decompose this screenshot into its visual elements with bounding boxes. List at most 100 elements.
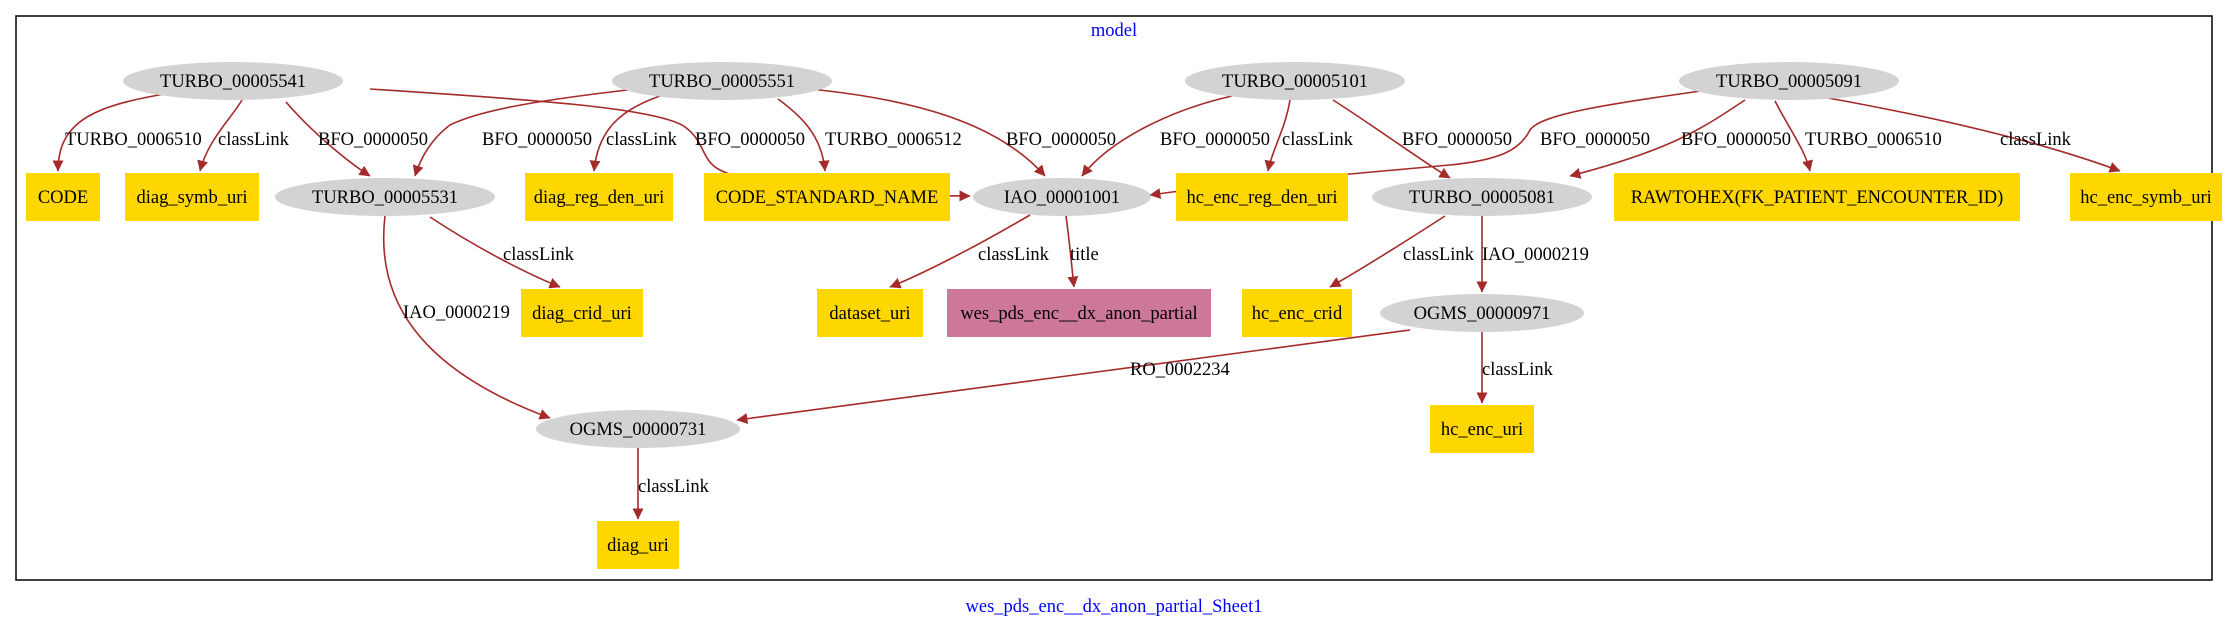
edge-label-ro-0002234: RO_0002234	[1130, 360, 1230, 380]
class-node-turbo-00005091: TURBO_00005091	[1679, 62, 1899, 100]
node-label: diag_crid_uri	[532, 304, 632, 324]
node-label: TURBO_00005081	[1409, 188, 1555, 208]
edge-niao1001-to-ndataset	[889, 214, 1031, 289]
literal-node-code-standard-name: CODE_STANDARD_NAME	[704, 173, 950, 221]
edge-label-iao-0000219: IAO_0000219	[403, 303, 510, 323]
box-shape	[597, 521, 679, 569]
box-shape	[525, 173, 673, 221]
edge-label-bfo-0000050: BFO_0000050	[1006, 130, 1116, 150]
edge-n5551-to-ndiagregden	[589, 95, 661, 172]
node-label: RAWTOHEX(FK_PATIENT_ENCOUNTER_ID)	[1631, 188, 2004, 208]
edge-n5551-to-niao1001	[809, 88, 1046, 177]
box-shape	[1176, 173, 1348, 221]
node-label: hc_enc_symb_uri	[2080, 188, 2212, 208]
cluster-border	[15, 15, 2213, 581]
edge-label-classlink: classLink	[2000, 130, 2072, 150]
edge-label-classlink: classLink	[1282, 130, 1354, 150]
node-label: hc_enc_uri	[1441, 420, 1523, 440]
class-node-turbo-00005531: TURBO_00005531	[275, 178, 495, 216]
edge-nogms971-to-nogms731	[736, 329, 1411, 424]
literal-node-rawtohex-fk-patient-encounter-id: RAWTOHEX(FK_PATIENT_ENCOUNTER_ID)	[1614, 173, 2020, 221]
edge-labels-layer: TURBO_0006510 classLink BFO_0000050 BFO_000…	[65, 130, 2072, 497]
class-node-turbo-00005081: TURBO_00005081	[1372, 178, 1592, 216]
node-label: OGMS_00000731	[570, 420, 707, 440]
edge-label-iao-0000219: IAO_0000219	[1482, 245, 1589, 265]
box-shape	[125, 173, 259, 221]
edge-n5541-to-ndiagsymb	[197, 99, 243, 172]
class-node-turbo-00005101: TURBO_00005101	[1185, 62, 1405, 100]
ellipse-shape	[973, 178, 1151, 216]
edge-label-bfo-0000050: BFO_0000050	[318, 130, 428, 150]
ellipse-shape	[1372, 178, 1592, 216]
node-label: diag_uri	[607, 536, 669, 556]
node-label: hc_enc_reg_den_uri	[1186, 188, 1337, 208]
ellipse-shape	[1679, 62, 1899, 100]
edge-n5541-to-ncode	[52, 92, 171, 172]
class-node-turbo-00005541: TURBO_00005541	[123, 62, 343, 100]
node-label: TURBO_00005541	[160, 72, 306, 92]
edge-niao1001-to-nwestitle	[1065, 215, 1079, 288]
literal-node-hc-enc-uri: hc_enc_uri	[1430, 405, 1534, 453]
ellipse-shape	[275, 178, 495, 216]
edge-n5551-to-ncodestd	[777, 98, 830, 172]
node-label: TURBO_00005091	[1716, 72, 1862, 92]
box-shape	[1430, 405, 1534, 453]
node-label: dataset_uri	[829, 304, 910, 324]
class-node-ogms-00000731: OGMS_00000731	[536, 410, 740, 448]
node-label: CODE_STANDARD_NAME	[716, 188, 939, 208]
node-label: IAO_00001001	[1004, 188, 1120, 208]
edge-label-classlink: classLink	[1403, 245, 1475, 265]
ellipse-shape	[1380, 294, 1584, 332]
node-label: wes_pds_enc__dx_anon_partial	[960, 304, 1197, 324]
box-shape	[2070, 173, 2222, 221]
box-shape	[521, 289, 643, 337]
class-node-ogms-00000971: OGMS_00000971	[1380, 294, 1584, 332]
edge-n5531-to-ndiagcrid	[429, 216, 561, 289]
title-node-wes-pds-enc-dx-anon-partial: wes_pds_enc__dx_anon_partial	[947, 289, 1211, 337]
node-label: diag_symb_uri	[137, 188, 248, 208]
box-shape	[947, 289, 1211, 337]
node-label: CODE	[38, 188, 88, 208]
literal-node-dataset-uri: dataset_uri	[817, 289, 923, 337]
edge-label-bfo-0000050: BFO_0000050	[695, 130, 805, 150]
literal-node-hc-enc-symb-uri: hc_enc_symb_uri	[2070, 173, 2222, 221]
edge-label-classlink: classLink	[978, 245, 1050, 265]
edge-label-bfo-0000050: BFO_0000050	[482, 130, 592, 150]
box-shape	[26, 173, 100, 221]
edge-n5081-to-nhcenccrid	[1329, 215, 1446, 288]
ellipse-shape	[536, 410, 740, 448]
box-shape	[817, 289, 923, 337]
edge-n5541-to-n5531	[285, 101, 371, 177]
node-label: TURBO_00005551	[649, 72, 795, 92]
edge-label-turbo-0006510: TURBO_0006510	[65, 130, 202, 150]
literal-node-hc-enc-reg-den-uri: hc_enc_reg_den_uri	[1176, 173, 1348, 221]
edge-n5091-to-n5081	[1569, 99, 1746, 179]
edge-label-bfo-0000050: BFO_0000050	[1540, 130, 1650, 150]
node-label: hc_enc_crid	[1252, 304, 1343, 324]
edge-n5101-to-n5081	[1332, 99, 1451, 179]
literal-node-code: CODE	[26, 173, 100, 221]
edge-n5091-to-nhcencsymb	[1827, 97, 2121, 173]
node-label: TURBO_00005101	[1222, 72, 1368, 92]
ellipse-shape	[612, 62, 832, 100]
ellipse-shape	[123, 62, 343, 100]
edge-label-classlink: classLink	[1482, 360, 1554, 380]
class-node-iao-00001001: IAO_00001001	[973, 178, 1151, 216]
edge-n5551-to-n5531	[412, 88, 637, 177]
edge-n5101-to-nhcencregden	[1264, 99, 1291, 172]
literal-node-hc-enc-crid: hc_enc_crid	[1242, 289, 1352, 337]
node-label: diag_reg_den_uri	[534, 188, 665, 208]
node-label: TURBO_00005531	[312, 188, 458, 208]
edge-label-classlink: classLink	[606, 130, 678, 150]
ellipse-shape	[1185, 62, 1405, 100]
edge-label-classlink: classLink	[218, 130, 290, 150]
edge-label-turbo-0006510: TURBO_0006510	[1805, 130, 1942, 150]
edge-label-title: title	[1070, 245, 1099, 265]
edge-n5091-to-nrawtohex	[1774, 100, 1813, 172]
nodes-layer: TURBO_00005541 TURBO_00005551 TURBO_000051…	[26, 62, 2222, 569]
box-shape	[1614, 173, 2020, 221]
graph-caption: wes_pds_enc__dx_anon_partial_Sheet1	[966, 597, 1263, 617]
edge-n5101-to-niao1001	[1081, 95, 1233, 177]
edge-label-bfo-0000050: BFO_0000050	[1160, 130, 1270, 150]
literal-node-diag-uri: diag_uri	[597, 521, 679, 569]
